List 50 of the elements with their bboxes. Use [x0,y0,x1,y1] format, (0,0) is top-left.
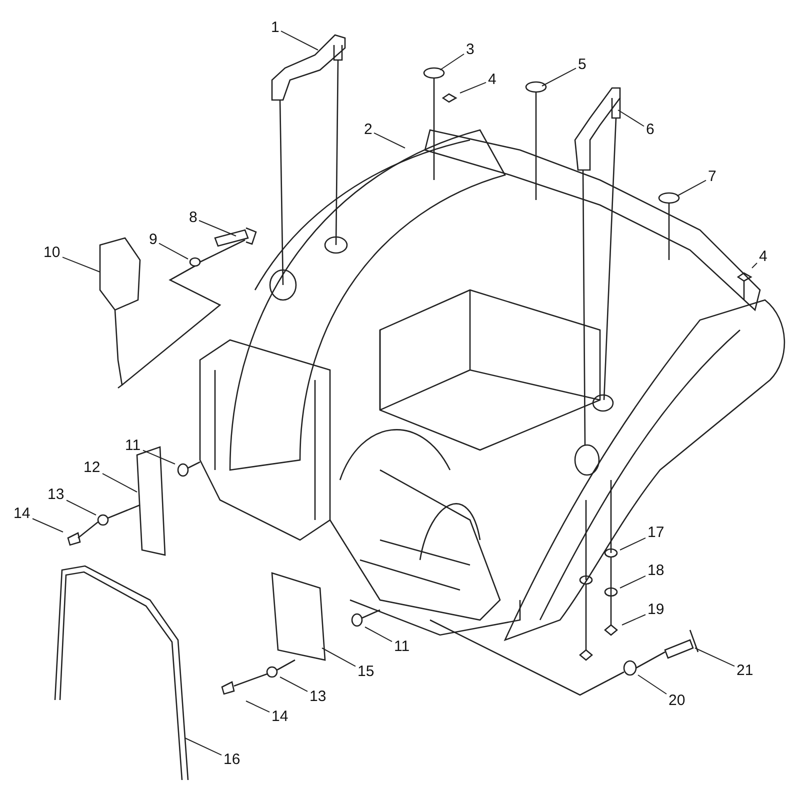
leader-line [622,614,646,626]
leader-line [62,256,100,272]
callout-number: 13 [48,486,64,504]
leader-line [694,648,735,667]
leader-line [440,54,464,70]
callout-number: 7 [708,168,716,186]
callout-number: 17 [648,524,664,542]
callout-number: 4 [759,248,768,266]
leader-line [322,648,356,667]
leader-line [752,262,758,268]
callout-number: 5 [578,56,586,74]
callout-number: 11 [394,638,410,656]
callout-number: 21 [736,662,754,680]
callout-number: 19 [648,601,664,619]
leader-line [364,626,392,642]
callout-number: 6 [646,121,654,139]
callout-number: 2 [364,121,372,139]
callout-number: 18 [648,562,664,580]
leader-line [638,674,667,694]
leader-line [460,82,486,94]
callout-number: 3 [466,41,474,59]
callout-number: 16 [224,751,240,769]
callout-number: 14 [14,505,30,523]
callout-number: 11 [125,437,141,455]
leader-line [618,110,644,127]
leader-line [158,242,188,260]
callout-number: 20 [668,692,686,710]
leader-line [676,180,706,196]
callout-number: 1 [271,19,280,37]
callout-number: 13 [310,688,326,706]
callout-number: 10 [44,244,60,262]
callout-number: 15 [358,663,374,681]
leader-line [246,700,270,713]
callout-number: 14 [272,708,288,726]
callout-number: 9 [149,231,158,249]
callout-number: 4 [488,71,496,89]
leader-line [620,575,646,588]
leader-line [280,676,308,692]
leader-line [142,450,176,464]
leader-line [102,473,138,492]
callout-number: 12 [84,459,100,477]
leader-line [374,132,406,148]
leader-line [32,518,64,532]
leader-line [184,738,222,756]
leader-line [66,500,96,516]
leader-line [542,68,576,86]
leader-line [620,537,646,550]
callout-number: 8 [189,209,198,227]
leader-line [198,220,236,236]
leader-line [280,30,318,50]
